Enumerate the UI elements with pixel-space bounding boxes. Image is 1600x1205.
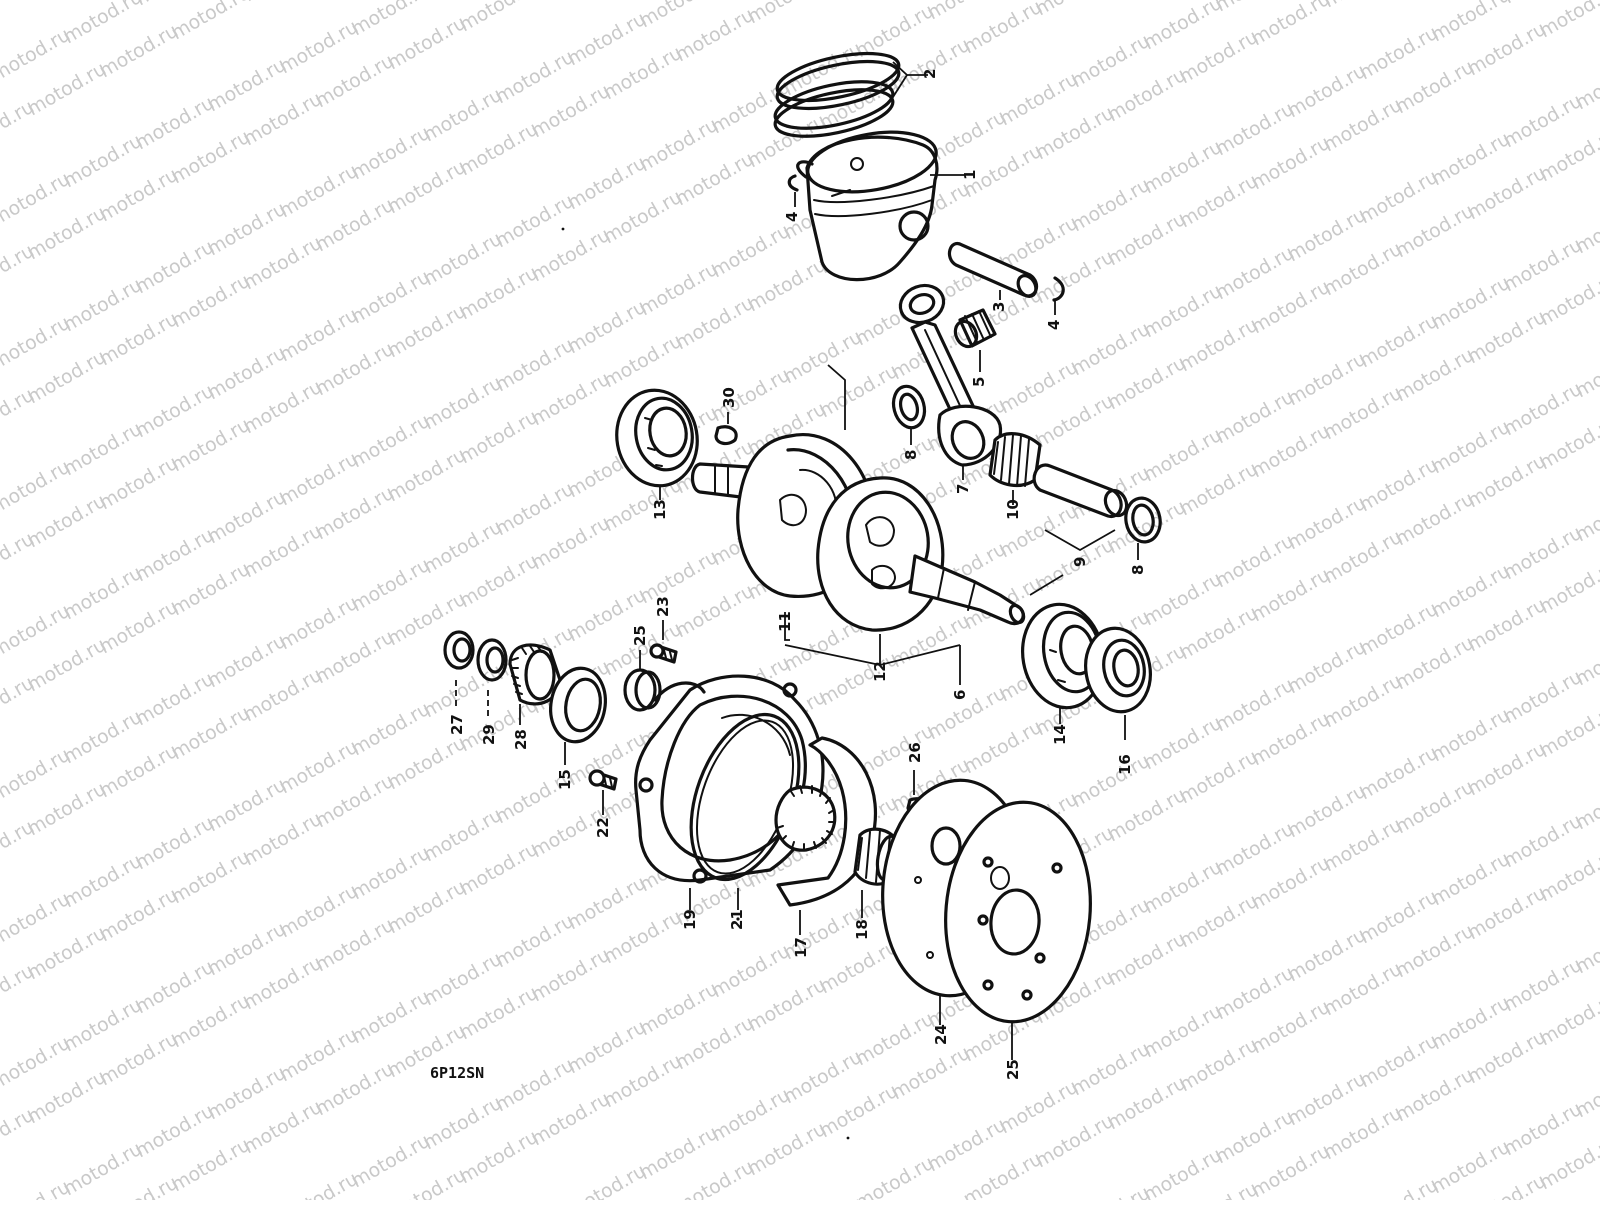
part-number-label: 8 bbox=[902, 450, 920, 460]
part-number-label: 13 bbox=[651, 499, 669, 520]
watermark-text: motod.ru bbox=[1536, 0, 1600, 42]
watermark-text: motod.ru bbox=[1536, 556, 1600, 619]
part-number-label: 30 bbox=[720, 387, 738, 408]
scan-dot bbox=[847, 1137, 850, 1140]
scan-dot bbox=[562, 228, 565, 231]
part-number-label: 23 bbox=[654, 596, 672, 617]
part-number-label: 14 bbox=[1051, 724, 1069, 745]
model-code: 6P12SN bbox=[430, 1064, 484, 1082]
watermark-text: motod.ru bbox=[1536, 124, 1600, 187]
watermark-text: motod.ru bbox=[1536, 268, 1600, 331]
part-number-label: 2 bbox=[921, 69, 939, 79]
part-number-label: 4 bbox=[783, 212, 801, 222]
part-number-label: 28 bbox=[512, 729, 530, 750]
part-number-label: 7 bbox=[954, 484, 972, 494]
watermark-text: motod.ru bbox=[240, 0, 326, 6]
part-number-label: 25 bbox=[631, 625, 649, 646]
part-number-label: 8 bbox=[1129, 565, 1147, 575]
part-number-label: 4 bbox=[1045, 320, 1063, 330]
part-number-label: 12 bbox=[871, 661, 889, 682]
part-number-label: 6 bbox=[951, 690, 969, 700]
part-number-label: 19 bbox=[681, 909, 699, 930]
watermark-text: motod.ru bbox=[1536, 844, 1600, 907]
part-number-label: 17 bbox=[792, 937, 810, 958]
part-number-label: 18 bbox=[853, 919, 871, 940]
watermark-text: motod.ru bbox=[744, 0, 830, 28]
watermark-text: motod.ru bbox=[0, 0, 38, 14]
watermark-text: motod.ru bbox=[1320, 0, 1406, 12]
part-number-label: 5 bbox=[970, 377, 988, 387]
watermark-text: motod.ru bbox=[1032, 0, 1118, 20]
part-number-label: 24 bbox=[932, 1024, 950, 1045]
watermark-text: motod.ru bbox=[1536, 700, 1600, 763]
part-number-label: 22 bbox=[594, 817, 612, 838]
big-end-bearing bbox=[990, 434, 1040, 505]
part-number-label: 11 bbox=[776, 611, 794, 632]
watermark-text: motod.ru bbox=[1536, 1132, 1600, 1195]
watermark-text: motod.ru bbox=[1536, 412, 1600, 475]
part-number-label: 15 bbox=[556, 769, 574, 790]
watermark-text: motod.ru bbox=[1536, 988, 1600, 1051]
watermark-text: motod.ru bbox=[456, 0, 542, 36]
part-number-label: 26 bbox=[906, 742, 924, 763]
small-end-bearing bbox=[951, 310, 995, 372]
part-number-label: 29 bbox=[480, 724, 498, 745]
part-number-label: 10 bbox=[1004, 499, 1022, 520]
watermark-text: motod.ru bbox=[1248, 0, 1334, 50]
part-number-label: 16 bbox=[1116, 754, 1134, 775]
scan-dot bbox=[736, 917, 739, 920]
part-number-label: 27 bbox=[448, 714, 466, 735]
watermark-text: motod.ru bbox=[168, 0, 254, 44]
watermark-text: motod.ru bbox=[960, 0, 1046, 58]
part-number-label: 9 bbox=[1071, 557, 1089, 567]
part-number-label: 3 bbox=[990, 302, 1008, 312]
watermark-text: motod.ru bbox=[1140, 0, 1226, 54]
part-number-label: 25 bbox=[1004, 1059, 1022, 1080]
part-number-label: 1 bbox=[961, 170, 979, 180]
